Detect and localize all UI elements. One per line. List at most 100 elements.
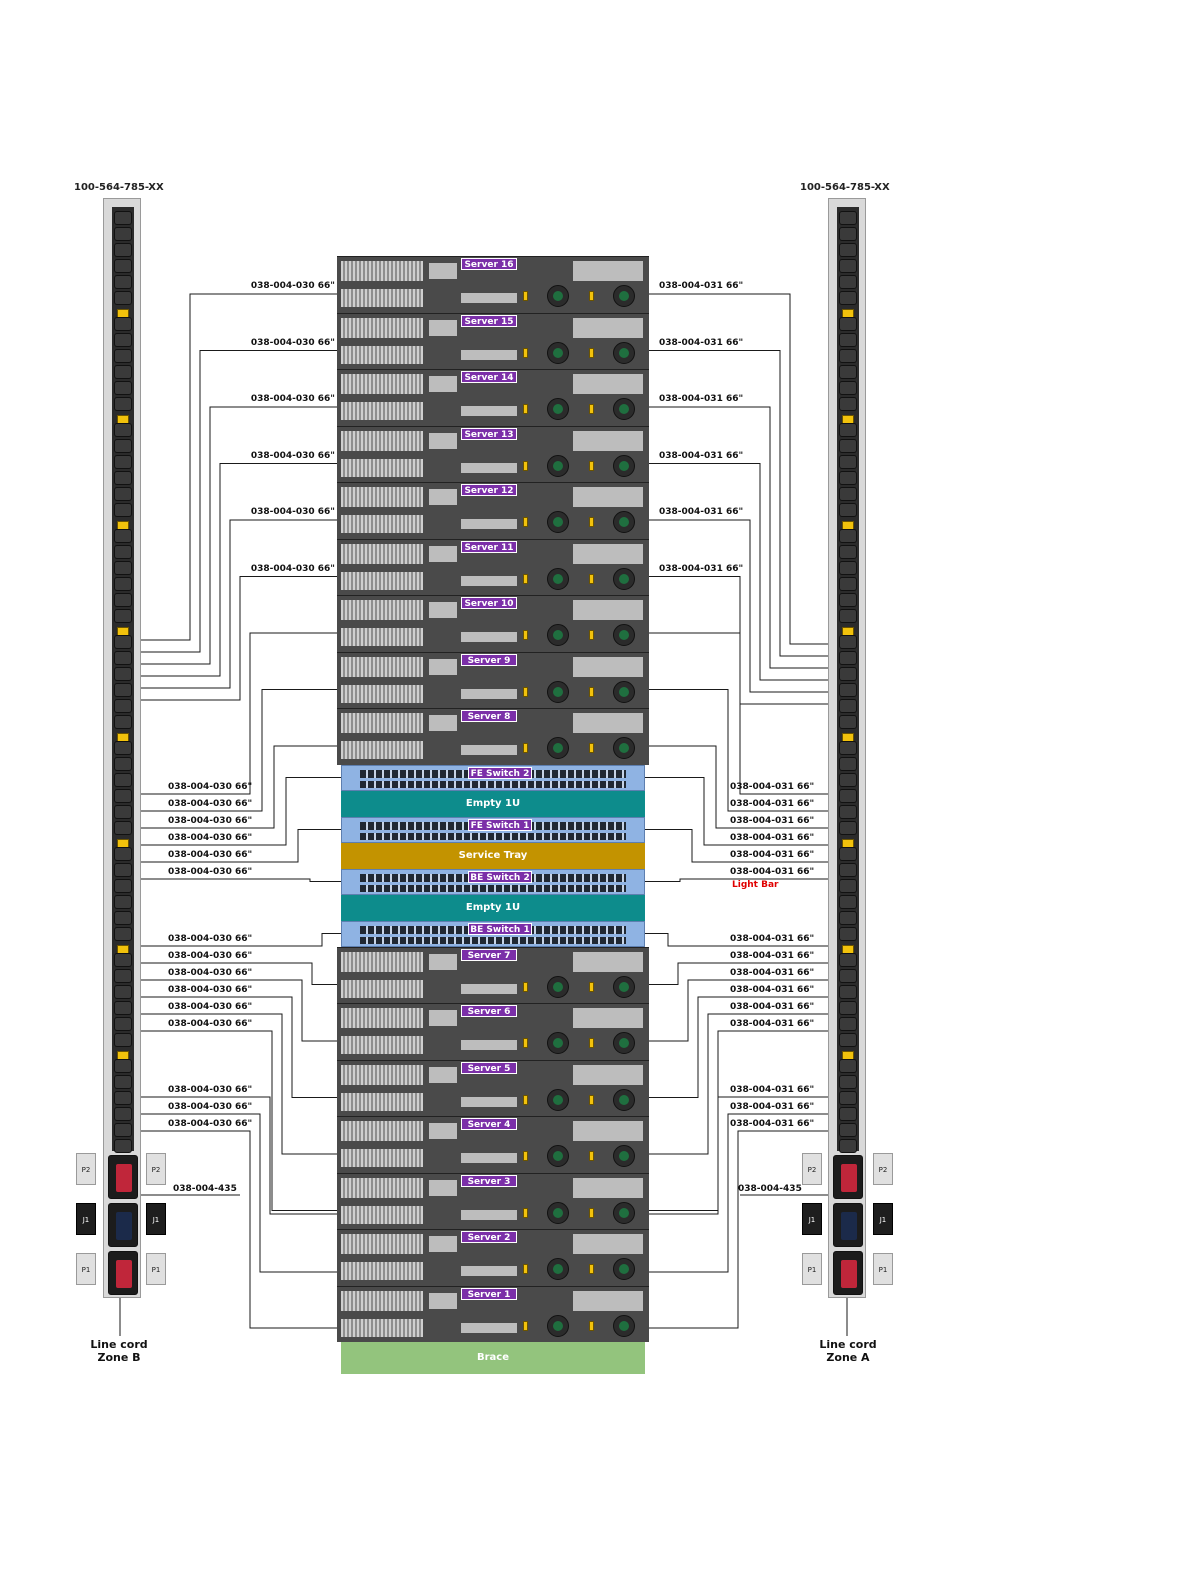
power-supply-fan (553, 1038, 563, 1048)
power-supply-fan (619, 1151, 629, 1161)
outlet-icon (114, 1075, 132, 1089)
server-label: Server 10 (461, 597, 517, 609)
power-supply (547, 1314, 569, 1337)
io-panel (461, 1322, 517, 1333)
outlet-icon (114, 259, 132, 273)
power-supply (613, 975, 635, 998)
cable-label: 038-004-031 66" (730, 799, 815, 809)
switch-ports (360, 936, 626, 944)
power-cable (133, 1030, 360, 1211)
power-inlet-indicator (589, 981, 594, 992)
io-panel (573, 1177, 643, 1198)
power-supply (547, 398, 569, 420)
power-cable (133, 829, 360, 863)
power-cable (133, 1113, 360, 1273)
drive-bay (341, 515, 423, 533)
server-label: Server 7 (461, 948, 517, 961)
power-supply-fan (553, 460, 563, 471)
outlet-icon (114, 821, 132, 835)
power-supply (547, 341, 569, 364)
io-panel (461, 632, 517, 642)
outlet-icon (114, 773, 132, 787)
io-panel (461, 462, 517, 473)
io-panel (429, 658, 457, 675)
outlet-icon (839, 927, 857, 941)
power-supply-fan (619, 1038, 629, 1048)
pdu-right (828, 198, 866, 1298)
server-label: Server 3 (461, 1174, 517, 1187)
cable-label: 038-004-031 66" (730, 850, 815, 860)
server-label: Server 16 (461, 258, 517, 270)
outlet-icon (839, 529, 857, 543)
power-supply (613, 1088, 635, 1111)
io-panel (573, 656, 643, 677)
power-supply (613, 341, 635, 364)
drive-bay (341, 402, 423, 420)
drive-bay (341, 951, 423, 972)
module-card: P1 (873, 1253, 893, 1285)
drive-bay (341, 979, 423, 998)
power-inlet-indicator (589, 404, 594, 414)
cable-label: 038-004-030 66" (168, 799, 253, 809)
server-label: Server 14 (461, 371, 517, 383)
input-module-icon (833, 1203, 863, 1247)
server-label: Server 5 (461, 1061, 517, 1074)
power-inlet-indicator (523, 1320, 528, 1331)
cable-label: 038-004-030 66" (168, 816, 253, 826)
outlet-icon (839, 1107, 857, 1121)
outlet-icon (839, 699, 857, 713)
outlet-icon (839, 715, 857, 729)
pdu-right-caption: Line cord Zone A (809, 1338, 887, 1364)
cable-label: 038-004-030 66" (168, 850, 253, 860)
power-supply-fan (619, 291, 629, 301)
drive-bay (341, 458, 423, 477)
io-panel (429, 1292, 457, 1309)
outlet-icon (114, 423, 132, 437)
power-supply-fan (619, 573, 629, 584)
outlet-icon (114, 1107, 132, 1121)
outlet-icon (839, 651, 857, 665)
power-supply (547, 975, 569, 998)
drive-bay (341, 430, 423, 451)
outlet-icon (839, 317, 857, 331)
power-supply (613, 737, 635, 759)
input-module-icon (833, 1251, 863, 1295)
power-supply-fan (619, 630, 629, 640)
outlet-icon (114, 953, 132, 967)
server-unit: Server 15 (337, 312, 649, 369)
drive-bay (341, 713, 423, 733)
outlet-icon (114, 1017, 132, 1031)
power-supply-fan (619, 1264, 629, 1274)
outlet-icon (114, 609, 132, 623)
cable-label: 038-004-030 66" (168, 1002, 253, 1012)
power-cable (620, 406, 838, 669)
outlet-icon (114, 879, 132, 893)
power-cable (133, 745, 360, 829)
io-panel (573, 600, 643, 620)
switch-label: BE Switch 1 (468, 922, 532, 935)
cable-label: 038-004-030 66" (168, 782, 253, 792)
cable-label: 038-004-030 66" (168, 1102, 253, 1112)
power-supply (547, 1032, 569, 1054)
empty-slot: Empty 1U (341, 894, 645, 921)
power-cable (620, 962, 838, 985)
power-inlet-indicator (589, 1264, 594, 1274)
power-inlet-indicator (589, 1038, 594, 1048)
outlet-icon (114, 1001, 132, 1015)
outlet-icon (839, 741, 857, 755)
cable-label: 038-004-031 66" (730, 833, 815, 843)
outlet-icon (114, 275, 132, 289)
outlet-icon (839, 423, 857, 437)
io-panel (429, 1123, 457, 1139)
io-panel (429, 953, 457, 970)
power-supply-fan (619, 517, 629, 527)
outlet-icon (839, 773, 857, 787)
cable-label: 038-004-030 66" (250, 450, 335, 461)
outlet-icon (839, 911, 857, 925)
drive-bay (341, 628, 423, 646)
io-panel (429, 1179, 457, 1196)
outlet-icon (839, 211, 857, 225)
power-supply-fan (553, 1151, 563, 1161)
power-supply (547, 1201, 569, 1224)
